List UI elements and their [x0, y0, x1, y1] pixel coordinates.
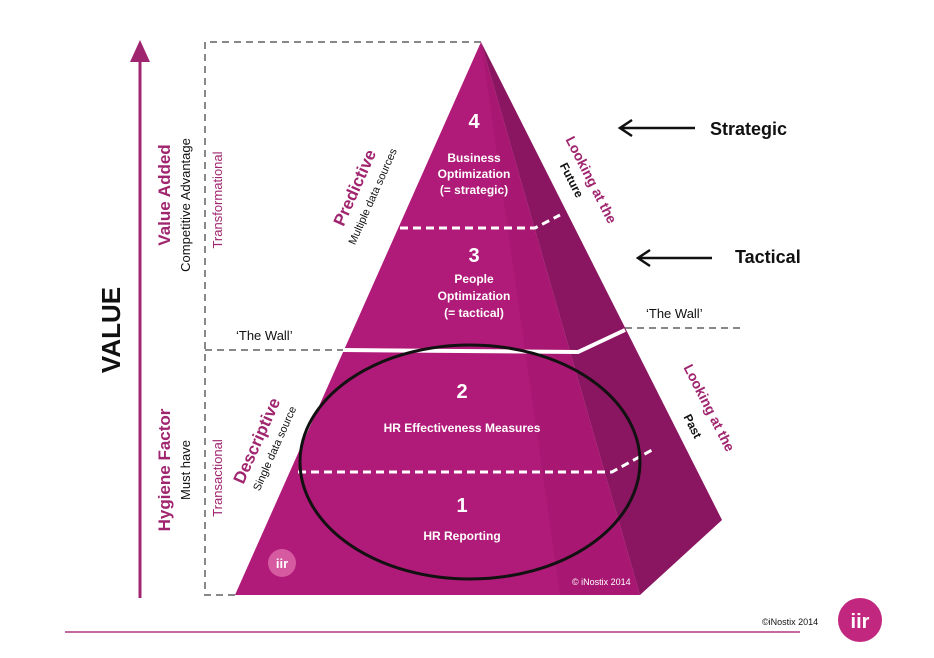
tactical-arrow [635, 248, 712, 268]
level-4-line: Business [447, 151, 501, 165]
the-wall-left-label: ‘The Wall’ [236, 328, 293, 343]
footer-copyright: ©iNostix 2014 [762, 617, 818, 627]
level-2-line: HR Effectiveness Measures [384, 421, 541, 435]
competitive-advantage-label: Competitive Advantage [178, 138, 193, 272]
strategic-label: Strategic [710, 119, 787, 139]
level-4-number: 4 [468, 111, 480, 133]
level-3-line: People [454, 272, 494, 286]
value-added-label: Value Added [155, 144, 174, 245]
level-3-number: 3 [468, 245, 479, 267]
level-2-number: 2 [456, 381, 467, 403]
transformational-label: Transformational [210, 151, 225, 248]
level-3-line: Optimization [438, 289, 511, 303]
level-4-line: Optimization [438, 167, 511, 181]
pyramid [235, 42, 722, 595]
inner-logo-text: iir [276, 556, 288, 571]
pyramid-side-face [481, 42, 722, 595]
strategic-arrow [617, 118, 695, 138]
level-3-line: (= tactical) [444, 306, 504, 320]
must-have-label: Must have [178, 440, 193, 500]
hygiene-factor-label: Hygiene Factor [155, 408, 174, 531]
the-wall-right-label: ‘The Wall’ [646, 306, 703, 321]
footer-logo-text: iir [851, 611, 870, 633]
level-1-line: HR Reporting [423, 529, 500, 543]
level-4-line: (= strategic) [440, 183, 508, 197]
tactical-label: Tactical [735, 247, 801, 267]
level-1-number: 1 [456, 495, 467, 517]
inner-copyright: © iNostix 2014 [572, 577, 631, 587]
past-label: Past [681, 412, 705, 441]
transactional-label: Transactional [210, 439, 225, 517]
dashed-frame [204, 41, 742, 596]
footer-logo-icon [838, 598, 882, 642]
value-axis-label: VALUE [96, 287, 126, 373]
pyramid-front-face [235, 42, 640, 595]
value-axis-arrow [130, 40, 150, 598]
looking-past-label: Looking at the [681, 361, 739, 454]
focus-ellipse [298, 343, 642, 581]
inner-logo-icon [268, 549, 296, 577]
level-divider-3-4 [400, 213, 561, 230]
